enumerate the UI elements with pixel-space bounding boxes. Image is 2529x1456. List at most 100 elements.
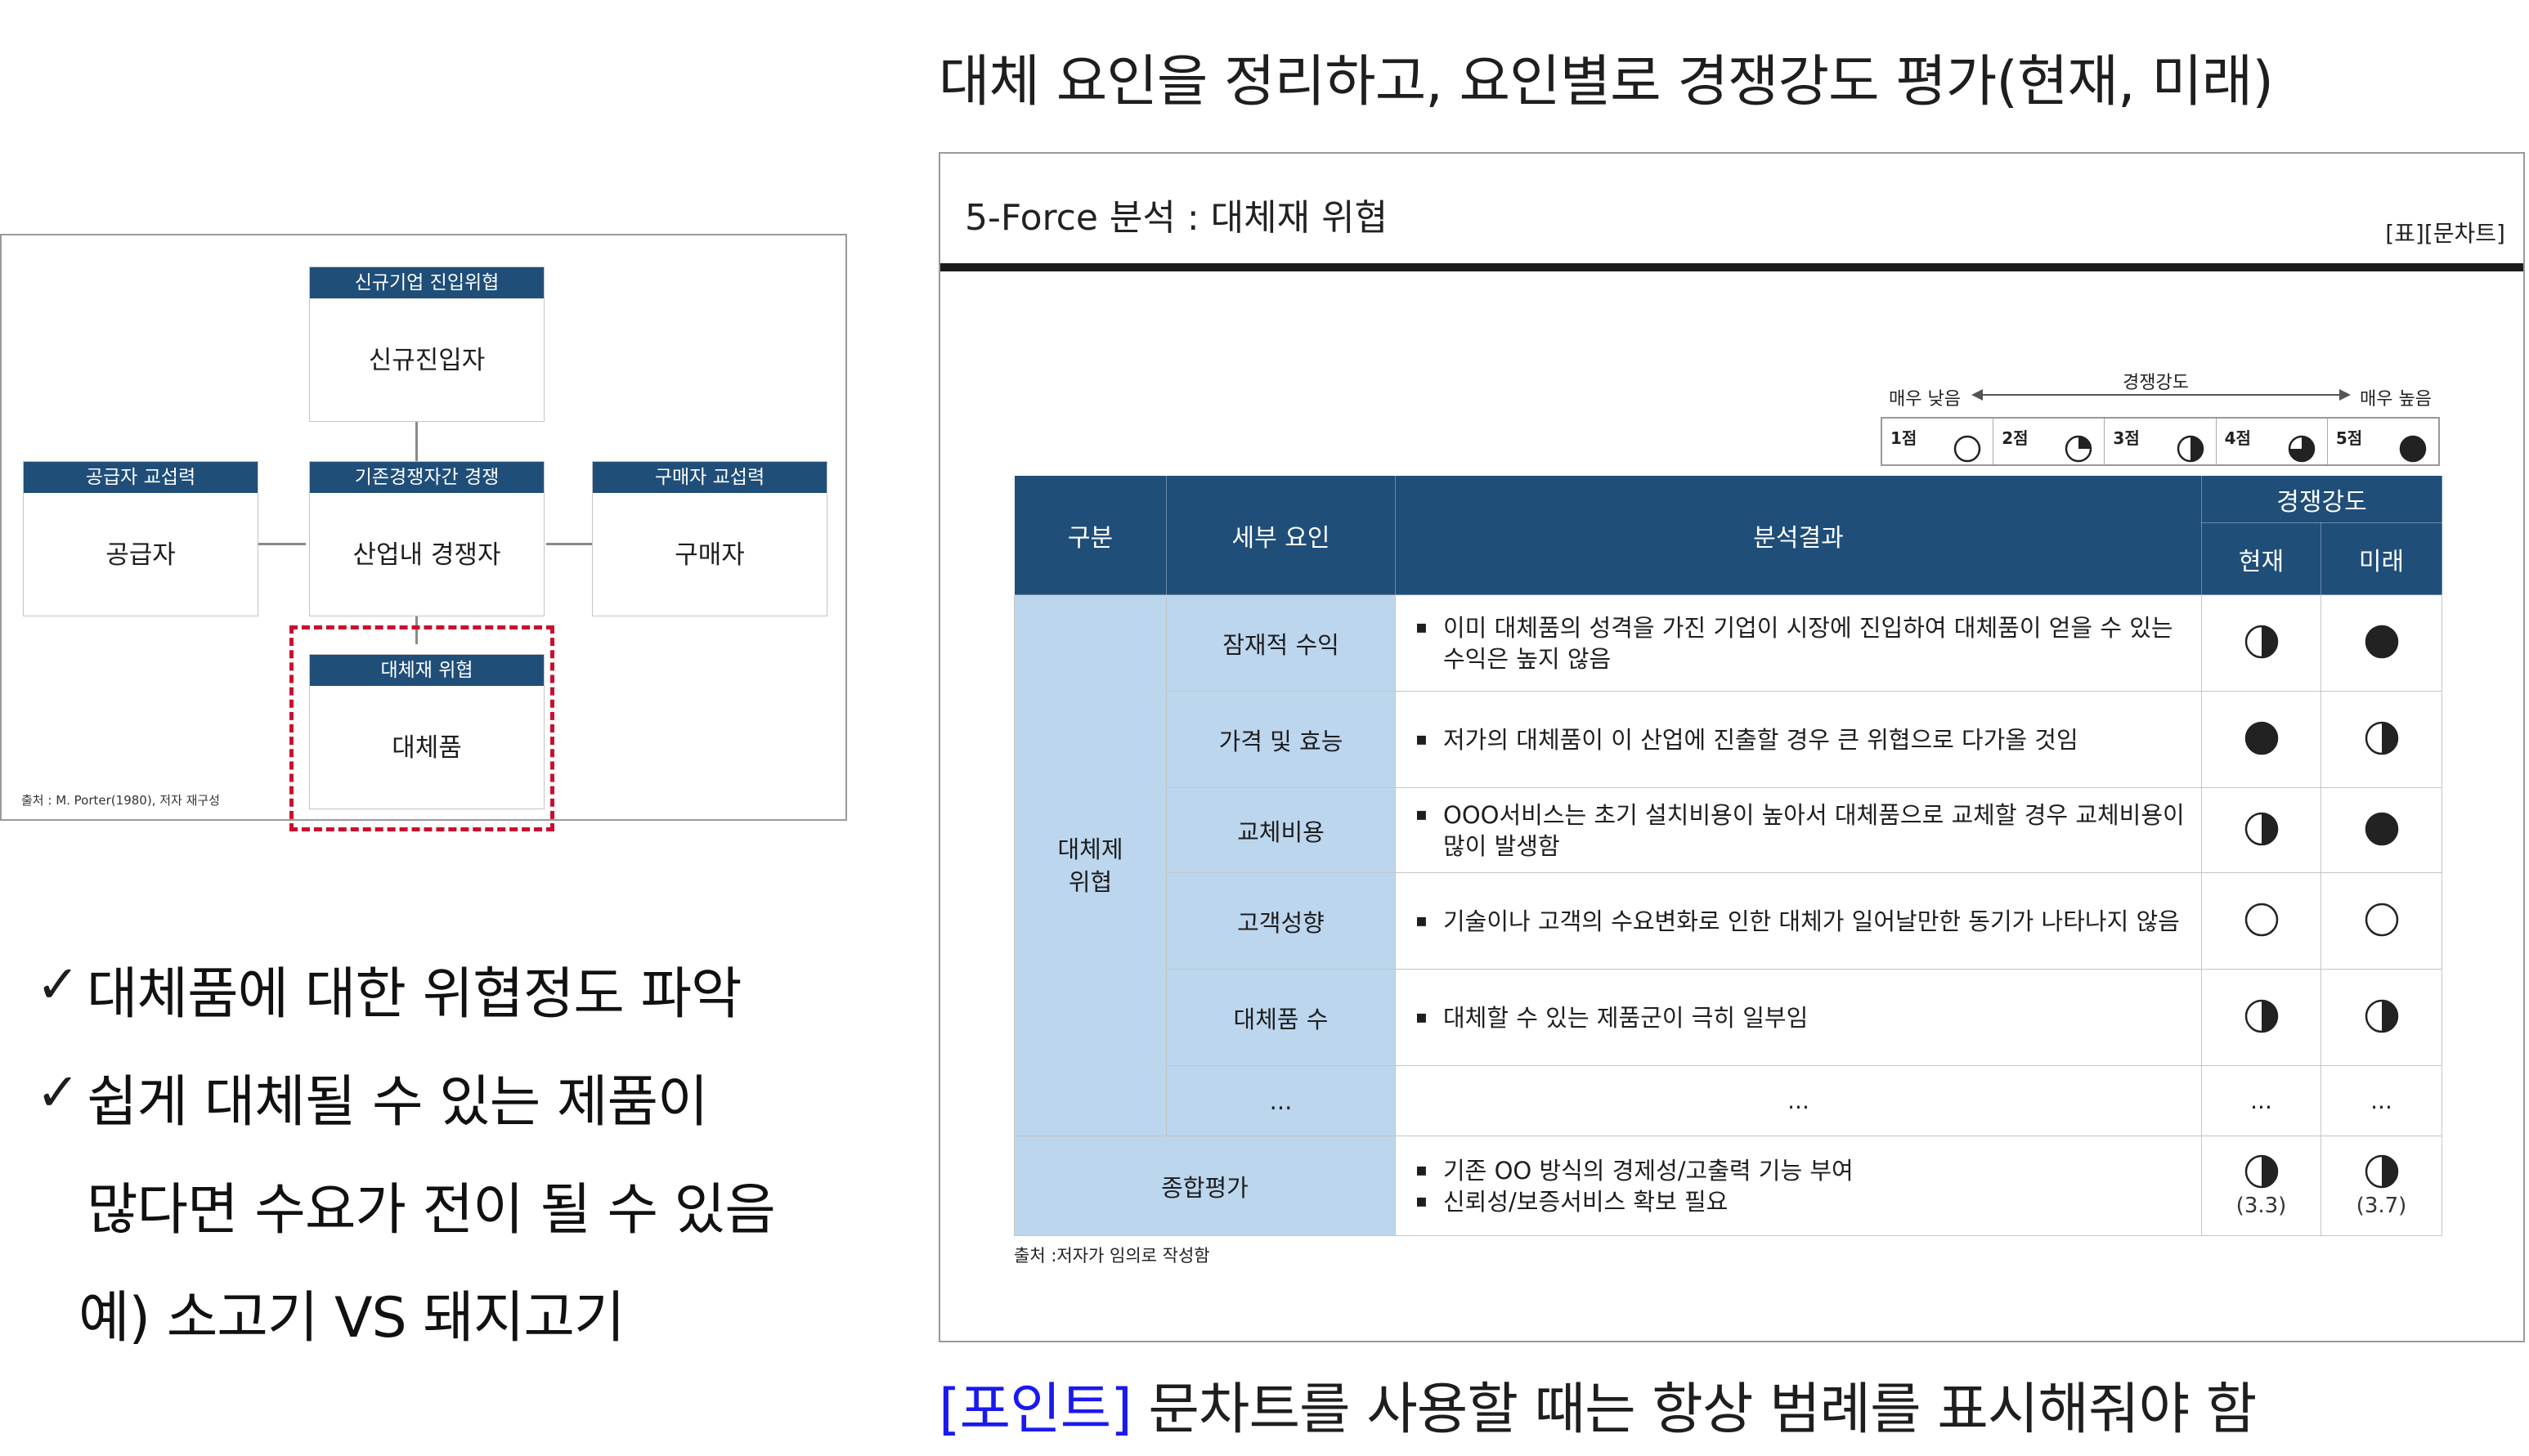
summary-row: 종합평가기존 OO 방식의 경제성/고출력 기능 부여신뢰성/보증서비스 확보 …: [1014, 1136, 2442, 1236]
header-category: 구분: [1014, 475, 1167, 595]
summary-current-score: (3.3): [2235, 1193, 2287, 1218]
substitute-threat-panel: 5-Force 분석 : 대체재 위협 [표][문차트] 경쟁강도 매우 낮음 …: [939, 152, 2525, 1342]
table-row: ............: [1015, 1065, 2442, 1136]
panel-title: 5-Force 분석 : 대체재 위협: [965, 197, 1388, 239]
bullet-list: ✓ 대체품에 대한 위협정도 파악 ✓ 쉽게 대체될 수 있는 제품이 많다면 …: [0, 948, 850, 1357]
legend-level-label: 5점: [2335, 428, 2363, 448]
legend-level: 5점: [2328, 419, 2438, 464]
analysis-result-cell: OOO서비스는 초기 설치비용이 높아서 대체품으로 교체할 경우 교체비용이 …: [1395, 787, 2202, 873]
current-intensity-cell: [2201, 969, 2321, 1066]
buyer-label: 구매자: [675, 540, 745, 570]
moon-icon: [2244, 812, 2279, 849]
new-entrant-box: 신규기업 진입위협 신규진입자: [309, 267, 545, 422]
header-intensity: 경쟁강도: [2201, 475, 2442, 523]
header-factor: 세부 요인: [1166, 475, 1396, 595]
legend-level: 4점: [2217, 419, 2328, 464]
legend-level-label: 1점: [1890, 428, 1917, 448]
table-row: 가격 및 효능 저가의 대체품이 이 산업에 진출할 경우 큰 위협으로 다가올 …: [1015, 691, 2442, 788]
rivalry-label: 산업내 경쟁자: [352, 540, 501, 570]
legend: 1점 2점 3점 4점 5점: [1881, 417, 2440, 466]
legend-level-label: 2점: [2002, 428, 2029, 448]
legend-level: 2점: [1993, 419, 2105, 464]
substitute-box: 대체재 위협 대체품: [309, 654, 545, 809]
legend-high-label: 매우 높음: [2360, 389, 2432, 410]
substitute-header: 대체재 위협: [310, 655, 544, 686]
moon-icon: [2399, 435, 2427, 463]
legend-level: 3점: [2105, 419, 2217, 464]
moon-icon: [2288, 435, 2316, 463]
check-icon: ✓: [36, 1063, 80, 1123]
moon-icon: [2065, 435, 2092, 463]
factor-cell: 가격 및 효능: [1166, 691, 1396, 788]
supplier-box: 공급자 교섭력 공급자: [23, 461, 258, 616]
current-intensity-cell: [2201, 594, 2321, 692]
factor-cell: 잠재적 수익: [1166, 594, 1396, 692]
factor-cell: 고객성향: [1166, 872, 1396, 970]
ellipsis-cell: ...: [2320, 1065, 2442, 1136]
moon-icon: [2365, 999, 2399, 1037]
rivalry-box: 기존경쟁자간 경쟁 산업내 경쟁자: [309, 461, 545, 616]
ellipsis-cell: ...: [1395, 1065, 2202, 1136]
analysis-result-cell: 대체할 수 있는 제품군이 극히 일부임: [1395, 969, 2202, 1066]
moon-icon: [2244, 721, 2279, 759]
panel-divider: [940, 263, 2523, 271]
result-bullet: 이미 대체품의 성격을 가진 기업이 시장에 진입하여 대체품이 얻을 수 있는…: [1415, 612, 2201, 674]
bullet-line: 대체품에 대한 위협정도 파악: [87, 962, 742, 1027]
future-intensity-cell: [2320, 691, 2442, 788]
bullet-line: 쉽게 대체될 수 있는 제품이: [87, 1070, 709, 1135]
result-bullet: 기존 OO 방식의 경제성/고출력 기능 부여: [1415, 1155, 2201, 1186]
moon-icon: [2177, 435, 2204, 463]
substitute-label: 대체품: [392, 733, 462, 763]
legend-level-label: 3점: [2113, 428, 2140, 448]
summary-label: 종합평가: [1014, 1136, 1396, 1236]
moon-icon: [2365, 721, 2399, 759]
table-row: 교체비용 OOO서비스는 초기 설치비용이 높아서 대체품으로 교체할 경우 교체…: [1015, 787, 2442, 873]
summary-future-score: (3.7): [2356, 1193, 2407, 1218]
future-intensity-cell: [2320, 872, 2442, 970]
result-bullet: 대체할 수 있는 제품군이 극히 일부임: [1415, 1002, 2201, 1033]
result-bullet: 저가의 대체품이 이 산업에 진출할 경우 큰 위협으로 다가올 것임: [1415, 724, 2201, 755]
table-row: 고객성향 기술이나 고객의 수요변화로 인한 대체가 일어날만한 동기가 나타나지…: [1015, 872, 2442, 970]
ellipsis-cell: ...: [1166, 1065, 1396, 1136]
diagram-source: 출처 : M. Porter(1980), 저자 재구성: [21, 793, 220, 808]
factor-cell: 교체비용: [1166, 787, 1396, 873]
panel-tag: [표][문차트]: [2385, 220, 2505, 247]
legend-level: 1점: [1882, 419, 1994, 464]
buyer-header: 구매자 교섭력: [593, 462, 827, 493]
buyer-box: 구매자 교섭력 구매자: [592, 461, 827, 616]
header-result: 분석결과: [1395, 475, 2202, 595]
new-entrant-label: 신규진입자: [368, 346, 486, 375]
moon-icon: [1953, 435, 1981, 463]
legend-axis-label: 경쟁강도: [2123, 373, 2189, 393]
moon-icon: [2244, 1154, 2279, 1192]
result-bullet: 기술이나 고객의 수요변화로 인한 대체가 일어날만한 동기가 나타나지 않음: [1415, 906, 2201, 937]
summary-current-cell: (3.3): [2201, 1136, 2321, 1236]
future-intensity-cell: [2320, 969, 2442, 1066]
legend-low-label: 매우 낮음: [1889, 389, 1961, 410]
legend-arrow: [1971, 389, 2351, 401]
supplier-header: 공급자 교섭력: [24, 462, 258, 493]
analysis-result-cell: 이미 대체품의 성격을 가진 기업이 시장에 진입하여 대체품이 얻을 수 있는…: [1395, 594, 2202, 692]
header-future: 미래: [2320, 522, 2442, 595]
supplier-label: 공급자: [105, 540, 176, 570]
category-cell: 대체제 위협: [1014, 594, 1167, 1136]
analysis-result-cell: 기술이나 고객의 수요변화로 인한 대체가 일어날만한 동기가 나타나지 않음: [1395, 872, 2202, 970]
legend-level-label: 4점: [2224, 428, 2251, 448]
current-intensity-cell: [2201, 691, 2321, 788]
summary-future-cell: (3.7): [2320, 1136, 2442, 1236]
analysis-result-cell: 저가의 대체품이 이 산업에 진출할 경우 큰 위협으로 다가올 것임: [1395, 691, 2202, 788]
future-intensity-cell: [2320, 787, 2442, 873]
moon-icon: [2244, 999, 2279, 1037]
bullet-line: 많다면 수요가 전이 될 수 있음: [87, 1178, 776, 1243]
result-bullet: OOO서비스는 초기 설치비용이 높아서 대체품으로 교체할 경우 교체비용이 …: [1415, 800, 2201, 862]
page-heading: 대체 요인을 정리하고, 요인별로 경쟁강도 평가(현재, 미래): [939, 50, 2274, 114]
future-intensity-cell: [2320, 594, 2442, 692]
header-current: 현재: [2201, 522, 2321, 595]
ellipsis-cell: ...: [2201, 1065, 2321, 1136]
moon-icon: [2365, 812, 2399, 849]
current-intensity-cell: [2201, 872, 2321, 970]
table-source: 출처 :저자가 임의로 작성함: [1014, 1246, 1210, 1266]
factor-cell: 대체품 수: [1166, 969, 1396, 1066]
